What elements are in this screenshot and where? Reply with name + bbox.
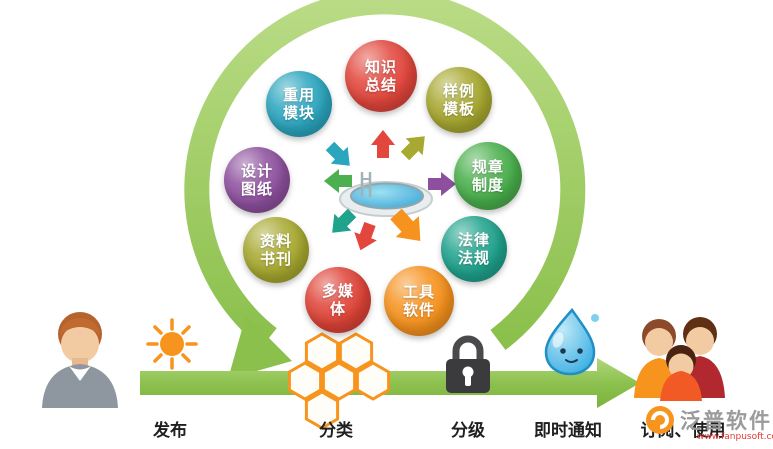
sun-icon <box>146 318 198 370</box>
cycle-ring-arrow <box>184 0 586 379</box>
stage-label-publish: 发布 <box>153 421 187 441</box>
stage-label-grade: 分级 <box>451 421 485 441</box>
stage-label-notify: 即时通知 <box>534 421 602 441</box>
bubble-rules-regulations: 规章 制度 <box>454 142 522 210</box>
bubble-laws-regulations: 法律 法规 <box>441 216 507 282</box>
audience-people-icon <box>634 317 725 401</box>
stage-label-classify: 分类 <box>319 421 353 441</box>
watermark: 泛普软件 www.fanpusoft.com <box>645 405 773 442</box>
honeycomb-icon <box>287 332 391 430</box>
brand-url: www.fanpusoft.com <box>697 432 773 442</box>
bubble-multimedia: 多媒 体 <box>305 267 371 333</box>
pool-icon <box>339 172 433 217</box>
water-drop-icon <box>544 308 599 376</box>
bubble-reference-books: 资料 书刊 <box>243 217 309 283</box>
bubble-sample-template: 样例 模板 <box>426 67 492 133</box>
publisher-person-icon <box>42 312 118 408</box>
brand-name: 泛普软件 <box>680 409 772 433</box>
padlock-icon <box>446 335 490 393</box>
bubble-design-drawings: 设计 图纸 <box>224 147 290 213</box>
bubble-knowledge-summary: 知识 总结 <box>345 40 417 112</box>
fanpu-logo-icon <box>646 406 674 434</box>
bubble-reuse-module: 重用 模块 <box>266 71 332 137</box>
bubble-tool-software: 工具 软件 <box>384 266 454 336</box>
